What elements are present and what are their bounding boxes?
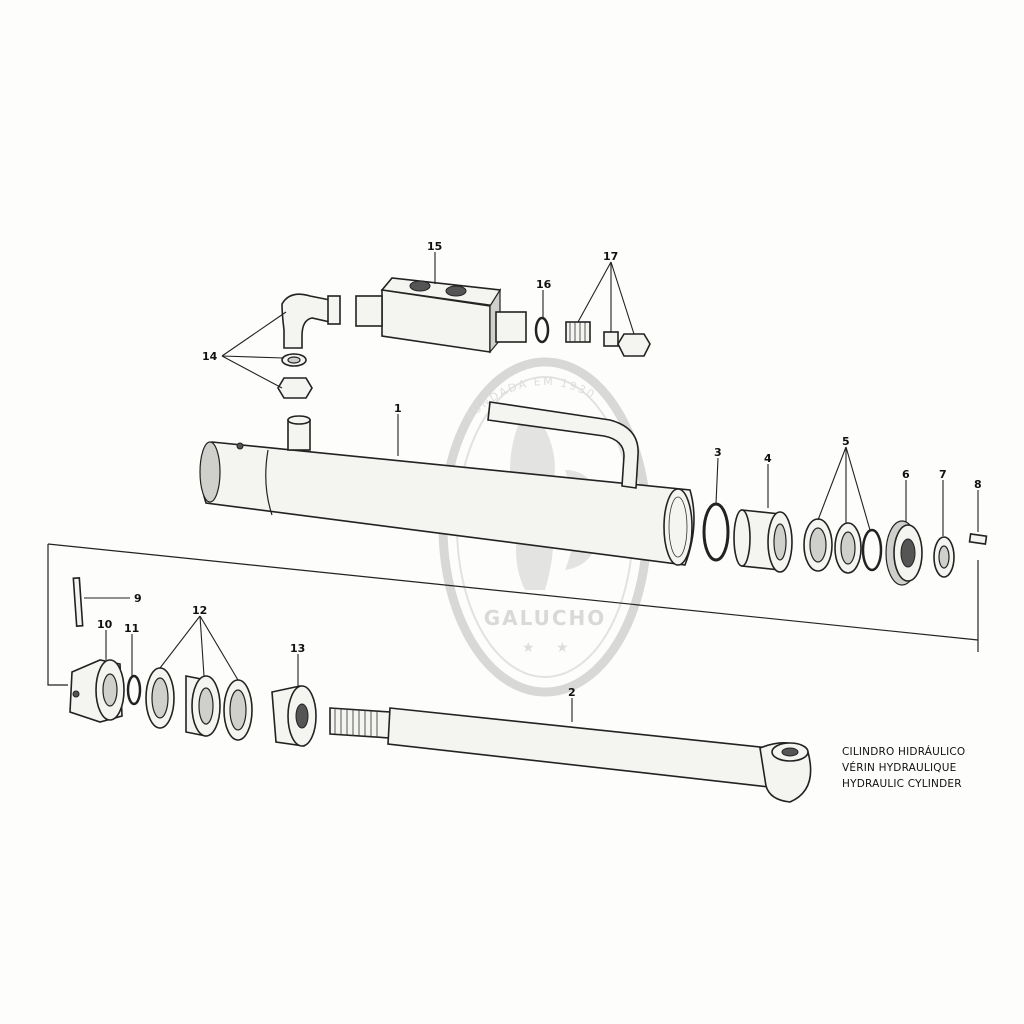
title-line-en: HYDRAULIC CYLINDER <box>842 778 962 790</box>
callout-1: 1 <box>394 402 402 415</box>
part-8-set-screw <box>968 533 988 545</box>
part-10-end-cap <box>69 659 125 723</box>
callout-3: 3 <box>714 446 722 459</box>
title-line-fr: VÉRIN HYDRAULIQUE <box>842 762 957 774</box>
part-16-washer <box>534 316 550 344</box>
part-17-fitting-set <box>565 321 651 357</box>
part-2-piston-rod <box>329 707 812 803</box>
callout-6: 6 <box>902 468 910 481</box>
part-7-wiper <box>933 536 955 578</box>
callout-13: 13 <box>290 642 305 655</box>
callout-2: 2 <box>568 686 576 699</box>
title-line-pt: CILINDRO HIDRÁULICO <box>842 746 966 758</box>
callout-4: 4 <box>764 452 772 465</box>
callout-9: 9 <box>134 592 142 605</box>
callout-17: 17 <box>603 250 618 263</box>
part-9-pin <box>72 576 84 628</box>
callout-10: 10 <box>97 618 113 631</box>
part-5-seals <box>803 518 883 574</box>
svg-text:★: ★ <box>556 640 569 656</box>
part-4-gland <box>733 509 793 573</box>
callout-14: 14 <box>202 350 218 363</box>
explode-frame <box>47 544 68 686</box>
leader-lines <box>84 252 979 722</box>
svg-text:★: ★ <box>522 640 535 656</box>
callout-5: 5 <box>842 435 850 448</box>
callout-12: 12 <box>192 604 207 617</box>
callout-7: 7 <box>939 468 947 481</box>
callout-15: 15 <box>427 240 442 253</box>
part-14-elbow-fittings <box>277 293 341 399</box>
callout-8: 8 <box>974 478 982 491</box>
part-3-o-ring <box>702 502 730 562</box>
part-1-cylinder-barrel <box>199 401 695 566</box>
title-block: CILINDRO HIDRÁULICO VÉRIN HYDRAULIQUE HY… <box>842 744 965 792</box>
part-13-piston <box>271 685 317 747</box>
part-6-nut <box>885 520 923 586</box>
part-15-valve-block <box>355 277 527 354</box>
part-12-piston-seals <box>145 667 253 741</box>
watermark-text: GALUCHO <box>484 606 607 630</box>
callout-labels: 1 2 3 4 5 6 7 8 9 10 11 12 13 14 15 16 1… <box>97 240 982 699</box>
callout-16: 16 <box>536 278 552 291</box>
callout-11: 11 <box>124 622 139 635</box>
part-11-ring <box>126 674 142 706</box>
